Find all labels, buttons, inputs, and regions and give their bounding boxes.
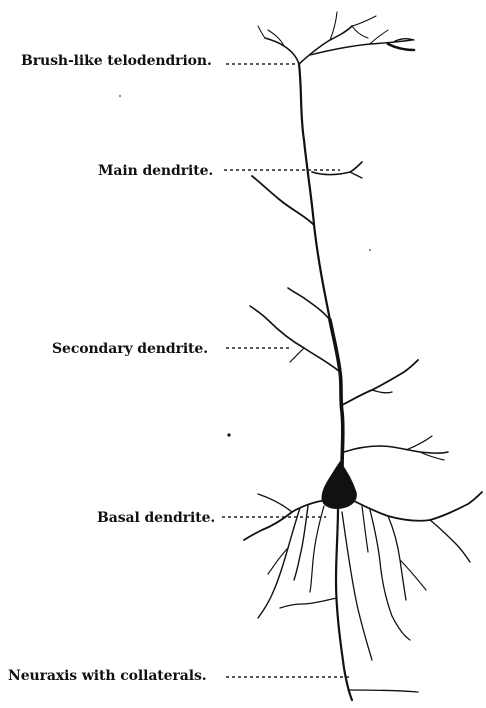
apical-dendrite-trunk bbox=[299, 64, 343, 470]
print-speck bbox=[369, 249, 371, 251]
label-neuraxis: Neuraxis with collaterals. bbox=[8, 668, 207, 684]
label-secondary-dendrite: Secondary dendrite. bbox=[52, 341, 208, 357]
basal-dendrite-branches bbox=[244, 492, 482, 640]
neuraxis-axon bbox=[280, 508, 418, 700]
label-basal-dendrite: Basal dendrite. bbox=[97, 510, 215, 526]
print-speck bbox=[227, 433, 230, 436]
label-leader-lines bbox=[222, 64, 352, 677]
soma bbox=[322, 462, 356, 509]
print-speck bbox=[119, 95, 121, 97]
label-telodendrion: Brush-like telodendrion. bbox=[21, 53, 212, 69]
secondary-dendrite-branches bbox=[250, 288, 448, 460]
label-main-dendrite: Main dendrite. bbox=[98, 163, 213, 179]
brush-telodendrion bbox=[258, 12, 414, 64]
